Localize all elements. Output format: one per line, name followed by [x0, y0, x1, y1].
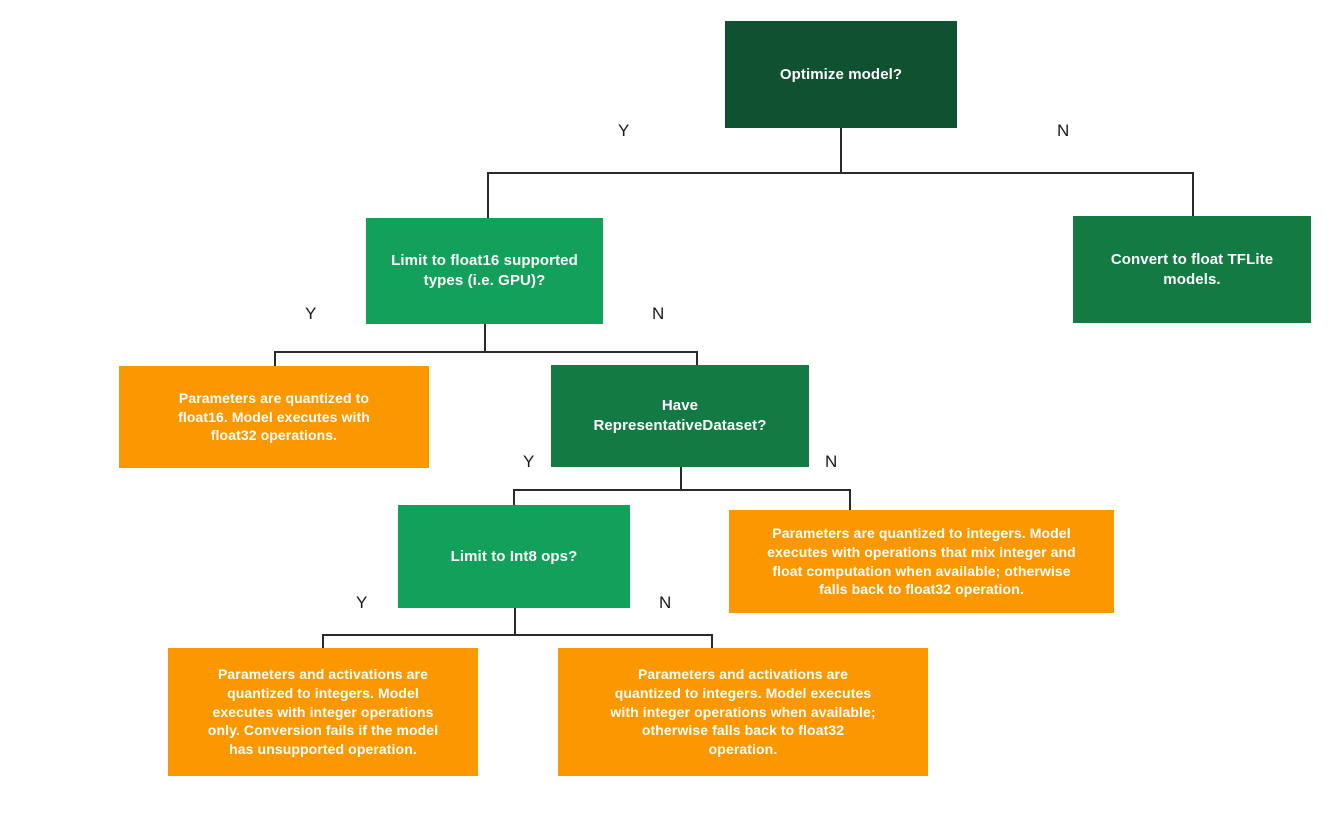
edge-label-int8-no: N: [659, 593, 672, 612]
connector-opt-right: [1192, 172, 1194, 216]
connector-opt-bar: [487, 172, 1193, 174]
node-integer-fallback-result[interactable]: Parameters and activations are quantized…: [558, 648, 928, 776]
connector-rep-right: [849, 489, 851, 510]
connector-rep-stub: [680, 467, 682, 489]
node-float16-result[interactable]: Parameters are quantized to float16. Mod…: [119, 366, 429, 468]
connector-int8-right: [711, 634, 713, 648]
node-optimize-model[interactable]: Optimize model?: [725, 21, 957, 128]
node-have-representative-dataset[interactable]: Have RepresentativeDataset?: [551, 365, 809, 467]
connector-f16-left: [274, 351, 276, 366]
connector-opt-stub: [840, 128, 842, 172]
node-full-integer-result[interactable]: Parameters and activations are quantized…: [168, 648, 478, 776]
edge-label-repdataset-no: N: [825, 452, 838, 471]
node-convert-to-float-tflite[interactable]: Convert to float TFLite models.: [1073, 216, 1311, 323]
connector-rep-bar: [513, 489, 850, 491]
node-dynamic-range-result[interactable]: Parameters are quantized to integers. Mo…: [729, 510, 1114, 613]
edge-label-optimize-no: N: [1057, 121, 1070, 140]
node-limit-float16-supported-types[interactable]: Limit to float16 supported types (i.e. G…: [366, 218, 603, 324]
edge-label-optimize-yes: Y: [618, 121, 630, 140]
node-limit-to-int8-ops[interactable]: Limit to Int8 ops?: [398, 505, 630, 608]
edge-label-int8-yes: Y: [356, 593, 368, 612]
connector-int8-left: [322, 634, 324, 648]
edge-label-float16-no: N: [652, 304, 665, 323]
edge-label-float16-yes: Y: [305, 304, 317, 323]
connector-int8-bar: [322, 634, 712, 636]
connector-rep-left: [513, 489, 515, 505]
edge-label-repdataset-yes: Y: [523, 452, 535, 471]
connector-int8-stub: [514, 608, 516, 634]
connector-f16-right: [696, 351, 698, 365]
connector-f16-stub: [484, 324, 486, 351]
connector-f16-bar: [274, 351, 697, 353]
connector-opt-left: [487, 172, 489, 218]
